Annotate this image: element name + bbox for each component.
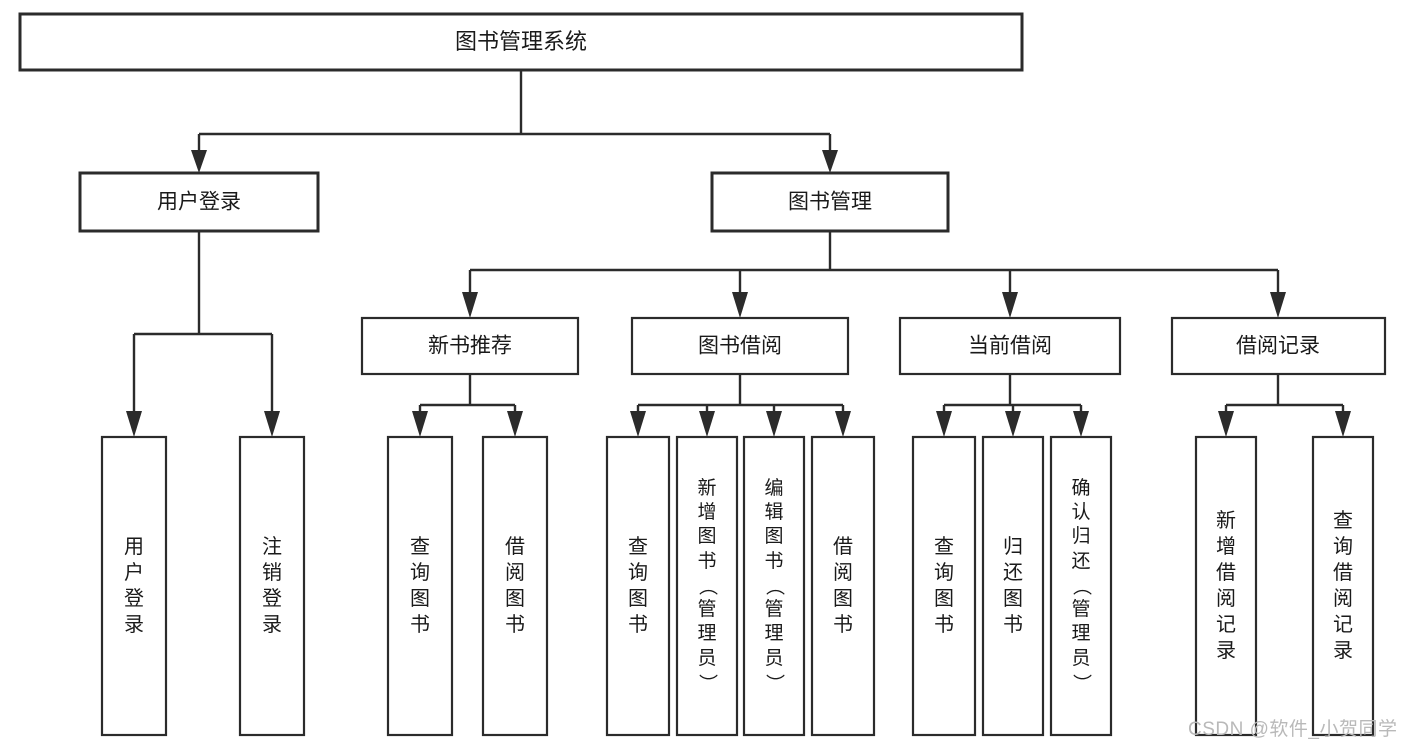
- node-box-current-borrow[interactable]: [898, 316, 1122, 376]
- arrowhead-new-book-recommend: [462, 292, 478, 318]
- arrowhead-leaf-confirm-return: [1073, 411, 1089, 437]
- arrowhead-leaf-return-book: [1005, 411, 1021, 437]
- arrowhead-leaf-logout: [264, 411, 280, 437]
- arrowhead-leaf-user-login: [126, 411, 142, 437]
- arrowhead-leaf-query-book-cur: [936, 411, 952, 437]
- node-label-current-borrow: 当前借阅: [968, 335, 1052, 358]
- watermark-text: CSDN @软件_小贺同学: [1188, 719, 1398, 740]
- connectors: [126, 70, 1351, 437]
- node-box-leaf-borrow-book-rec[interactable]: [481, 435, 549, 737]
- node-label-book-borrow: 图书借阅: [698, 335, 782, 358]
- arrowhead-borrow-record: [1270, 292, 1286, 318]
- node-box-root[interactable]: [18, 12, 1024, 72]
- node-box-leaf-add-record[interactable]: [1194, 435, 1258, 737]
- node-box-borrow-record[interactable]: [1170, 316, 1387, 376]
- arrowhead-book-borrow: [732, 292, 748, 318]
- node-box-leaf-query-record[interactable]: [1311, 435, 1375, 737]
- arrowhead-leaf-borrow-book-rec: [507, 411, 523, 437]
- node-label-borrow-record: 借阅记录: [1236, 335, 1320, 358]
- node-boxes: 图书管理系统 用户登录 图书管理 新书推荐 图书借阅 当前借阅 借阅记录: [18, 12, 1387, 737]
- node-label-root: 图书管理系统: [455, 29, 587, 54]
- arrowhead-leaf-query-record: [1335, 411, 1351, 437]
- arrowhead-leaf-query-book-rec: [412, 411, 428, 437]
- arrowhead-leaf-query-book-borrow: [630, 411, 646, 437]
- node-box-user-login[interactable]: [78, 171, 320, 233]
- node-box-leaf-user-login[interactable]: [100, 435, 168, 737]
- arrowhead-user-login: [191, 150, 207, 173]
- node-box-leaf-logout[interactable]: [238, 435, 306, 737]
- node-box-leaf-return-book[interactable]: [981, 435, 1045, 737]
- node-box-leaf-borrow-book[interactable]: [810, 435, 876, 737]
- node-box-leaf-query-book-rec[interactable]: [386, 435, 454, 737]
- node-box-leaf-query-book-cur[interactable]: [911, 435, 977, 737]
- arrowhead-current-borrow: [1002, 292, 1018, 318]
- arrowhead-leaf-borrow-book: [835, 411, 851, 437]
- node-label-book-management: 图书管理: [788, 191, 872, 214]
- node-box-leaf-confirm-return[interactable]: [1049, 435, 1113, 737]
- arrowhead-leaf-add-book: [699, 411, 715, 437]
- node-label-new-book-recommend: 新书推荐: [428, 335, 512, 358]
- node-box-leaf-query-book-borrow[interactable]: [605, 435, 671, 737]
- arrowhead-leaf-add-record: [1218, 411, 1234, 437]
- node-box-book-management[interactable]: [710, 171, 950, 233]
- node-box-new-book-recommend[interactable]: [360, 316, 580, 376]
- node-box-leaf-edit-book[interactable]: [742, 435, 806, 737]
- arrowhead-leaf-edit-book: [766, 411, 782, 437]
- node-label-user-login: 用户登录: [157, 191, 241, 214]
- arrowhead-book-management: [822, 150, 838, 173]
- node-box-leaf-add-book[interactable]: [675, 435, 739, 737]
- node-box-book-borrow[interactable]: [630, 316, 850, 376]
